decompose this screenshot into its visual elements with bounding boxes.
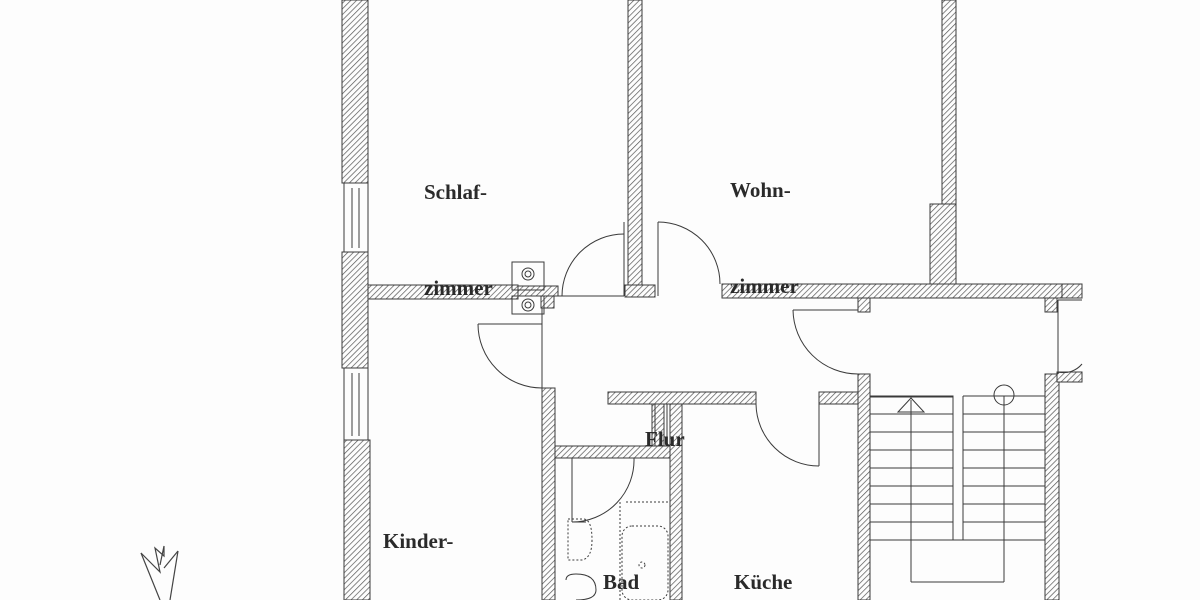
- room-label-bad: Bad: [603, 502, 639, 600]
- room-label-line: Küche: [734, 570, 793, 594]
- room-label-line: Flur: [645, 427, 685, 451]
- north-arrow-icon: [140, 545, 179, 600]
- room-label-flur: Flur: [645, 359, 685, 519]
- room-label-schlafzimmer: Schlaf- zimmer: [424, 112, 493, 368]
- outlines: [343, 182, 1083, 600]
- staircase: [870, 384, 1045, 583]
- toilet: [565, 573, 597, 600]
- room-label-line: zimmer: [424, 276, 493, 300]
- room-label-line: Wohn-: [730, 178, 791, 202]
- room-label-line: Kinder-: [383, 529, 454, 553]
- room-label-kinderzimmer: Kinder- zimmer: [383, 461, 453, 600]
- room-label-wohnzimmer: Wohn- zimmer: [730, 110, 799, 366]
- walls: [341, 0, 1083, 600]
- bath-fixtures: [567, 501, 669, 600]
- room-label-line: Bad: [603, 570, 640, 594]
- room-label-line: Schlaf-: [424, 180, 487, 204]
- room-label-line: zimmer: [730, 274, 799, 298]
- room-label-kueche: Küche: [734, 502, 792, 600]
